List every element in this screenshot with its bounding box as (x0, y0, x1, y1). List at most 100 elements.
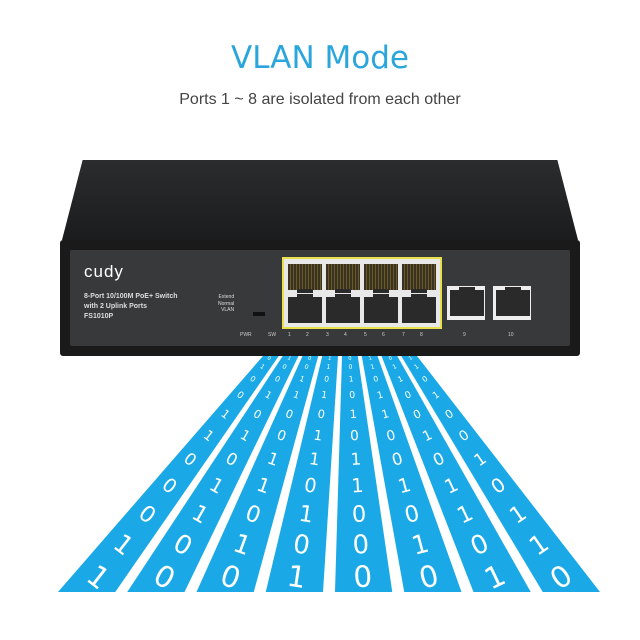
ethernet-port-5[interactable] (364, 264, 398, 293)
mode-vlan: VLAN (221, 307, 235, 313)
port-socket (450, 287, 484, 316)
binary-digit: 0 (385, 427, 398, 445)
mode-switch-labels: Extend Normal VLAN (218, 294, 234, 314)
label-6: 6 (382, 332, 385, 338)
label-8: 8 (420, 332, 423, 338)
binary-digit: 0 (324, 374, 330, 384)
binary-digit: 0 (348, 364, 352, 371)
binary-digit: 1 (391, 363, 398, 371)
binary-digit: 1 (349, 374, 355, 383)
uplink-port-10[interactable] (493, 286, 531, 320)
binary-digit: 1 (297, 501, 315, 529)
ethernet-port-8[interactable] (402, 294, 436, 323)
binary-digit: 0 (348, 356, 352, 362)
binary-digit: 0 (303, 363, 309, 371)
binary-digit: 0 (303, 473, 319, 498)
data-lane (335, 356, 393, 592)
binary-digit: 0 (420, 374, 429, 384)
binary-digit: 1 (350, 449, 362, 469)
binary-digit: 0 (307, 355, 312, 362)
binary-digit: 1 (380, 406, 391, 421)
ethernet-port-3[interactable] (326, 264, 360, 293)
label-4: 4 (344, 332, 347, 338)
label-sw: SW (268, 332, 277, 338)
ethernet-port-6[interactable] (364, 294, 398, 323)
binary-digit: 1 (408, 355, 414, 362)
ethernet-port-1[interactable] (288, 264, 322, 293)
label-pwr: PWR (240, 332, 252, 338)
label-7: 7 (402, 332, 405, 338)
label-3: 3 (326, 332, 329, 338)
binary-digit: 1 (312, 428, 323, 445)
data-lane (196, 356, 319, 592)
binary-digit: 0 (273, 374, 282, 384)
binary-digit: 0 (284, 406, 296, 422)
label-2: 2 (306, 332, 309, 338)
binary-digit: 1 (413, 363, 420, 371)
data-lane (381, 356, 531, 592)
mode-switch-toggle[interactable] (253, 312, 265, 316)
uplink-port-9[interactable] (447, 286, 485, 320)
binary-digit: 0 (351, 501, 367, 528)
binary-digit: 1 (349, 407, 357, 421)
switch-front-panel: cudy 8-Port 10/100M PoE+ Switch with 2 U… (70, 250, 570, 346)
label-10: 10 (508, 332, 514, 338)
data-lane (265, 356, 338, 592)
binary-digit: 1 (326, 364, 331, 372)
binary-digit: 1 (258, 363, 265, 371)
model-number: FS1010P (84, 313, 114, 320)
binary-digit: 1 (328, 356, 332, 362)
binary-digit: 1 (396, 374, 404, 384)
binary-digit: 1 (431, 389, 442, 401)
binary-digit: 1 (263, 389, 274, 402)
data-lane (361, 356, 462, 592)
page-title: VLAN Mode (231, 40, 409, 76)
ethernet-port-4[interactable] (326, 294, 360, 323)
description-line: 8-Port 10/100M PoE+ Switch (84, 293, 178, 300)
binary-digit: 0 (234, 389, 246, 401)
binary-digit: 0 (352, 530, 370, 561)
binary-digit: 1 (376, 389, 385, 401)
binary-digit: 0 (390, 449, 405, 470)
binary-digit: 0 (291, 529, 312, 561)
binary-digit: 1 (368, 355, 373, 362)
data-lane (127, 356, 299, 592)
binary-digit: 1 (291, 389, 300, 401)
binary-digit: 0 (388, 355, 394, 362)
binary-digit: 1 (308, 449, 321, 469)
ethernet-port-2[interactable] (288, 294, 322, 323)
binary-digit: 0 (248, 374, 257, 384)
label-9: 9 (463, 332, 466, 338)
binary-digit: 1 (320, 390, 328, 402)
binary-digit: 0 (352, 559, 373, 594)
binary-digit: 1 (370, 363, 376, 371)
label-1: 1 (288, 332, 291, 338)
binary-digit: 0 (266, 355, 272, 362)
binary-digit: 1 (286, 355, 292, 362)
switch-top (62, 160, 578, 240)
network-switch: cudy 8-Port 10/100M PoE+ Switch with 2 U… (60, 240, 580, 356)
page-subtitle: Ports 1 ~ 8 are isolated from each other (179, 91, 461, 108)
poe-port-block (282, 257, 442, 329)
description-line: with 2 Uplink Ports (84, 303, 148, 310)
mode-extend: Extend (218, 294, 235, 300)
binary-digit: 1 (285, 559, 309, 595)
binary-digit: 0 (317, 407, 326, 422)
binary-digit: 0 (403, 389, 413, 402)
binary-digit: 1 (395, 473, 413, 498)
binary-digit: 1 (409, 529, 433, 562)
mode-normal: Normal (218, 300, 235, 307)
ethernet-port-7[interactable] (402, 264, 436, 293)
binary-digit: 1 (298, 374, 306, 384)
binary-digit: 1 (351, 474, 365, 498)
data-lane (401, 356, 600, 592)
switch-description: 8-Port 10/100M PoE+ Switch with 2 Uplink… (84, 292, 178, 322)
data-lane (58, 356, 279, 592)
brand-logo: cudy (84, 262, 124, 281)
binary-digit: 0 (350, 428, 360, 444)
port-socket (496, 287, 530, 316)
label-5: 5 (364, 332, 367, 338)
binary-digit: 0 (372, 374, 379, 384)
binary-digit: 0 (349, 390, 356, 401)
